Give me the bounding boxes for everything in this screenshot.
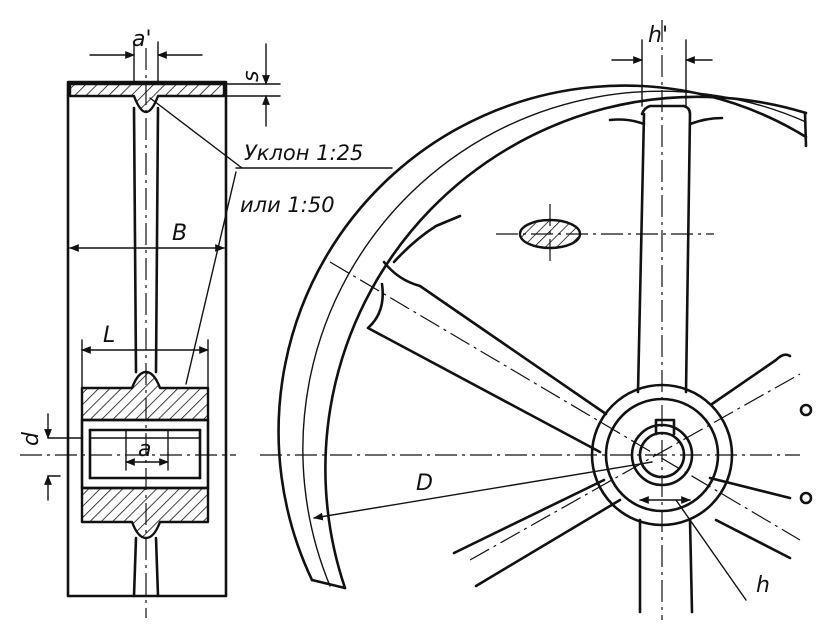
front-view: h' D h bbox=[260, 20, 813, 620]
note-slope-1: Уклон 1:25 bbox=[244, 141, 363, 165]
spokes bbox=[366, 104, 813, 614]
note-slope-2: или 1:50 bbox=[240, 193, 335, 217]
bore bbox=[80, 418, 210, 490]
dim-h-prime: h' bbox=[648, 23, 668, 48]
rim-inner-arc bbox=[277, 84, 808, 582]
rim-section bbox=[68, 82, 226, 114]
hub-section-top bbox=[80, 370, 210, 422]
rim-outline bbox=[66, 80, 228, 598]
dim-L: L bbox=[103, 323, 115, 348]
dim-B: B bbox=[172, 221, 187, 246]
rim-outer-arc bbox=[324, 95, 808, 590]
section-view: a' s B L a d Уклон 1:25 или 1:50 bbox=[19, 27, 393, 618]
keyway bbox=[654, 418, 676, 436]
dim-d: d bbox=[19, 431, 44, 446]
dim-h: h bbox=[756, 573, 770, 598]
dim-s: s bbox=[239, 71, 264, 82]
hub-section-bottom bbox=[80, 486, 210, 540]
dim-a: a bbox=[138, 437, 151, 462]
dim-a-prime: a' bbox=[132, 27, 152, 52]
dim-D: D bbox=[416, 471, 433, 496]
